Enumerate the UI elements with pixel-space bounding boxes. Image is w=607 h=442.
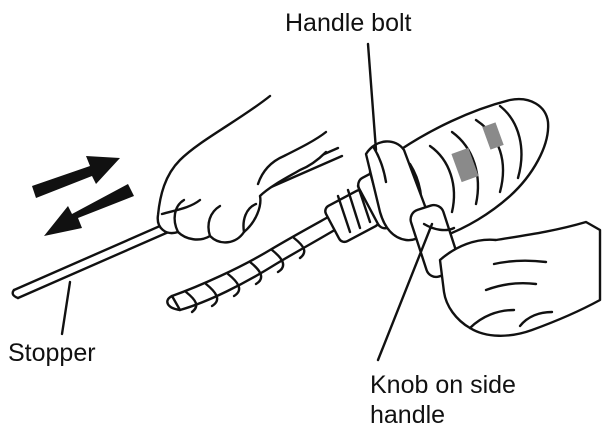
arrow-left-icon	[44, 184, 134, 236]
arrow-right-icon	[32, 156, 120, 198]
handle-bolt-label: Handle bolt	[285, 9, 412, 37]
knob-on-side-handle-label-line2: handle	[370, 401, 446, 429]
right-hand	[438, 220, 602, 337]
knob-on-side-handle-label-line1: Knob on side	[370, 371, 516, 399]
drill-body	[398, 97, 550, 239]
handle-bolt-leader	[366, 42, 378, 152]
double-arrow-icon	[32, 156, 134, 236]
stopper-label: Stopper	[8, 339, 96, 367]
knob-leader	[376, 222, 434, 362]
stopper-leader	[60, 280, 72, 336]
left-hand	[156, 94, 328, 244]
